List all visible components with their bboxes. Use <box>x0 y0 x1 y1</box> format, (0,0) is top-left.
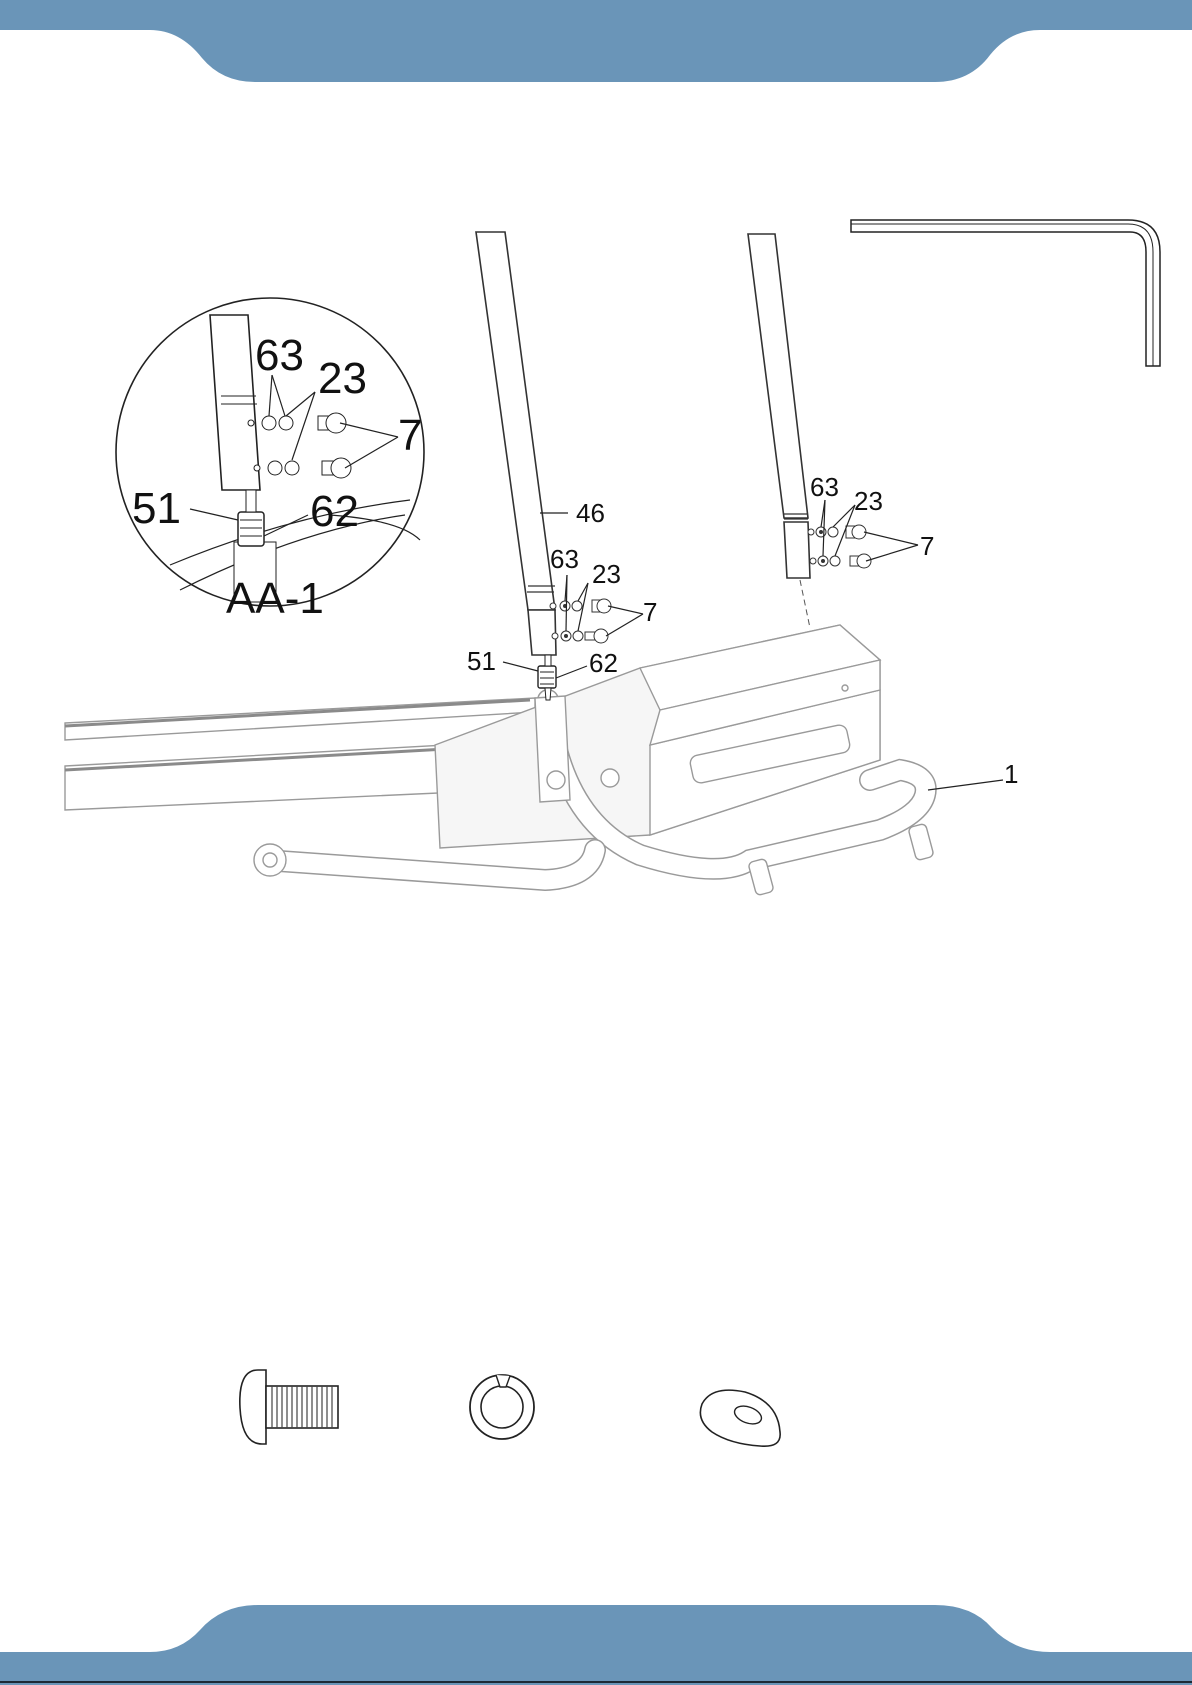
callout-46: 46 <box>576 498 605 528</box>
treadmill-frame <box>65 625 934 896</box>
callout-right-63: 63 <box>810 472 839 502</box>
callout-left-63: 63 <box>550 544 579 574</box>
callout-left-23: 23 <box>592 559 621 589</box>
callout-right-7: 7 <box>920 531 934 561</box>
callout-left-51: 51 <box>467 646 496 676</box>
right-upright-tube <box>748 234 810 628</box>
callout-detail-62: 62 <box>310 487 359 536</box>
spring-washer-icon <box>470 1375 534 1439</box>
callout-detail-7: 7 <box>398 411 422 460</box>
right-hardware-group <box>808 525 871 568</box>
callout-detail-51: 51 <box>132 484 181 533</box>
callout-left-62: 62 <box>589 648 618 678</box>
curved-washer-icon <box>700 1390 780 1446</box>
callout-right-23: 23 <box>854 486 883 516</box>
allen-key-icon <box>851 220 1160 366</box>
callout-left-7: 7 <box>643 597 657 627</box>
callout-detail-aa1: AA-1 <box>226 574 324 623</box>
bolt-icon <box>240 1370 338 1444</box>
callout-detail-23: 23 <box>318 354 367 403</box>
callout-frame-1: 1 <box>1004 759 1018 789</box>
callout-detail-63: 63 <box>255 331 304 380</box>
left-upright-tube <box>476 232 556 655</box>
